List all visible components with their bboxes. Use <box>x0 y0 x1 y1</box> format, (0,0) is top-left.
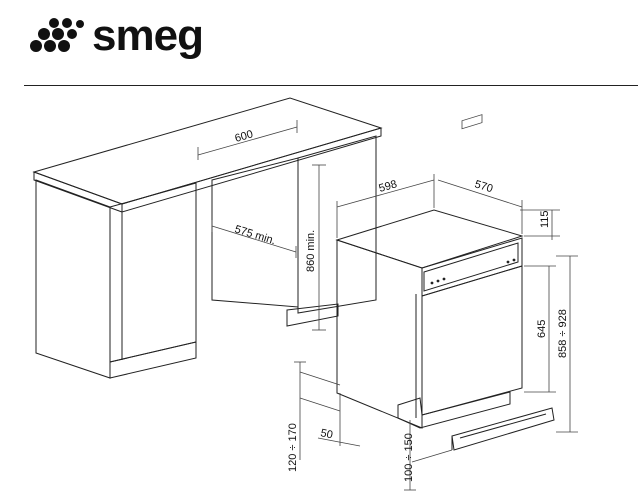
label-foot-height: 120 ÷ 170 <box>287 423 299 472</box>
label-total-height: 858 ÷ 928 <box>557 309 569 358</box>
label-appliance-width: 598 <box>378 178 399 195</box>
dim-panel-top: 115 <box>520 209 560 240</box>
dim-appliance-width: 598 <box>336 174 435 238</box>
label-counter-width: 600 <box>234 128 255 145</box>
dim-foot-depth: 50 <box>317 393 361 447</box>
dim-foot-height: 120 ÷ 170 <box>287 361 341 472</box>
dim-appliance-depth: 570 <box>437 178 523 234</box>
label-door-height: 645 <box>536 320 548 338</box>
label-foot-depth: 50 <box>319 427 333 441</box>
label-niche-width: 575 min. <box>233 223 277 247</box>
dim-counter-width: 600 <box>197 120 298 160</box>
dim-niche-height: 860 min. <box>305 164 326 331</box>
label-niche-height: 860 min. <box>305 230 317 272</box>
dishwasher <box>335 114 555 451</box>
kitchen-unit <box>32 97 383 379</box>
smeg-logo: smeg <box>28 11 204 60</box>
logo-dots-icon <box>30 18 84 52</box>
dim-door-height: 645 <box>524 265 556 393</box>
dim-niche-width: 575 min. <box>211 220 297 258</box>
dim-total-height: 858 ÷ 928 <box>556 255 578 433</box>
header-divider <box>24 85 638 86</box>
label-appliance-depth: 570 <box>473 178 494 195</box>
logo-wordmark: smeg <box>92 11 204 60</box>
label-panel-top: 115 <box>539 210 551 228</box>
dim-plinth-height: 100 ÷ 150 <box>403 420 453 491</box>
label-plinth-height: 100 ÷ 150 <box>403 433 415 482</box>
